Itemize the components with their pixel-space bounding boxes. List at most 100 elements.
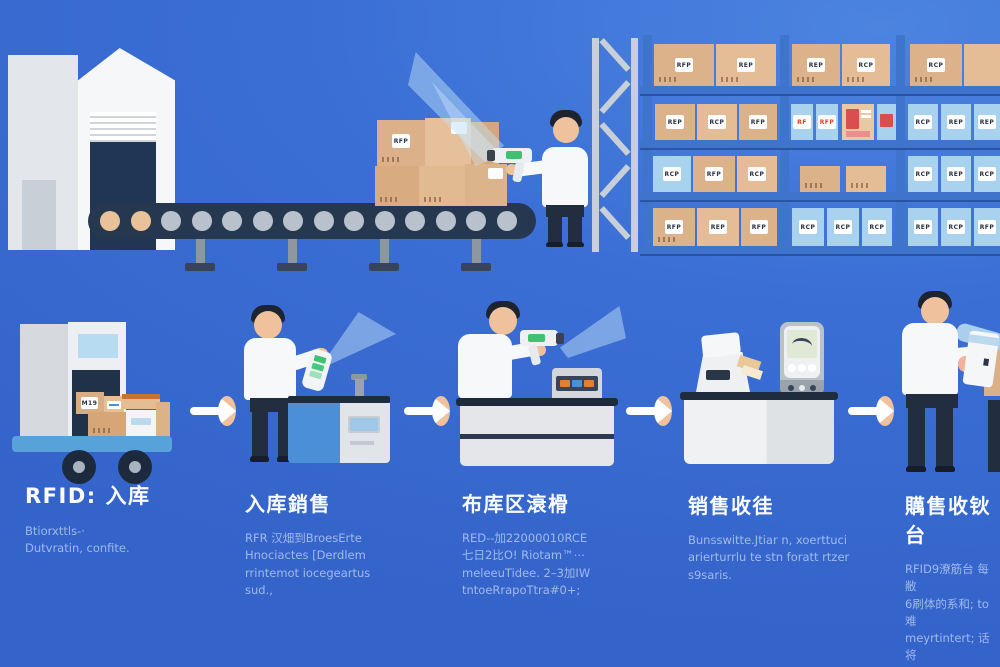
step3-text: 布库区滖榾 RED--加22000010RCE 七日2比O! Riotam™⋯ … bbox=[462, 488, 637, 599]
rfid-tag: RCP bbox=[947, 220, 965, 234]
conveyor-leg bbox=[380, 239, 389, 265]
rfid-tag: REP bbox=[914, 220, 932, 234]
rfid-tag: RCP bbox=[799, 220, 817, 234]
rfid-tag: RFP bbox=[978, 220, 996, 234]
cabinet-screen bbox=[78, 334, 118, 358]
carton bbox=[419, 166, 465, 206]
rfid-box: RCP bbox=[653, 156, 691, 192]
rfid-box bbox=[846, 166, 886, 192]
red-tag bbox=[880, 114, 893, 127]
flow-arrow-icon bbox=[848, 396, 894, 426]
rfid-box: RCP bbox=[842, 44, 890, 86]
stand-pole bbox=[355, 379, 364, 397]
rfid-box: RCP bbox=[908, 104, 938, 140]
rfid-box: RFP bbox=[654, 44, 714, 86]
carton: M19 bbox=[76, 392, 104, 414]
cart-wheel bbox=[118, 450, 152, 484]
carton: RFP bbox=[377, 120, 425, 166]
flow-arrow-icon bbox=[404, 396, 450, 426]
conveyor-leg bbox=[288, 239, 297, 265]
rfid-box: RCP bbox=[827, 208, 859, 246]
carton bbox=[375, 166, 419, 206]
rfid-tag: RFP bbox=[818, 115, 836, 129]
rfid-scan-beam bbox=[560, 306, 626, 358]
side-door bbox=[22, 180, 56, 250]
stand-cap bbox=[351, 374, 367, 380]
rack-truss-tower bbox=[592, 38, 638, 252]
rfid-tag: RFP bbox=[665, 220, 683, 234]
rfid-tag: RFP bbox=[750, 220, 768, 234]
rfid-tag: RCP bbox=[914, 115, 932, 129]
rfid-box: REP bbox=[908, 208, 938, 246]
rfid-box: REP bbox=[697, 208, 739, 246]
rfid-box: RCP bbox=[941, 208, 971, 246]
conveyor-roller bbox=[100, 211, 120, 231]
conveyor-foot bbox=[277, 263, 307, 271]
conveyor-foot bbox=[369, 263, 399, 271]
carton bbox=[465, 164, 507, 206]
conveyor-roller bbox=[405, 211, 425, 231]
conveyor-roller bbox=[496, 211, 517, 231]
conveyor-belt bbox=[88, 203, 536, 239]
step-description: RFR 汉畑到BroesErte Hnociactes [Derdlem rri… bbox=[245, 531, 371, 597]
rfid-box: RFP bbox=[739, 104, 777, 140]
conveyor-leg bbox=[196, 239, 205, 265]
rfid-tag: RCP bbox=[914, 167, 932, 181]
counter-body bbox=[684, 400, 834, 464]
rfid-box: RCP bbox=[737, 156, 777, 192]
cart-wheel bbox=[62, 450, 96, 484]
conveyor-roller bbox=[252, 211, 273, 231]
rfid-box: RF bbox=[791, 104, 813, 140]
counter-blue-panel bbox=[288, 403, 340, 463]
carton bbox=[122, 394, 160, 409]
rfid-tag: RF bbox=[793, 115, 811, 129]
rfid-tag: RCP bbox=[748, 167, 766, 181]
rfid-tag: RCP bbox=[708, 115, 726, 129]
counter-top bbox=[288, 396, 390, 403]
rfid-box bbox=[964, 44, 1000, 86]
conveyor-foot bbox=[461, 263, 491, 271]
step-title: 入库銷售 bbox=[245, 492, 331, 516]
rfid-tag: RFP bbox=[705, 167, 723, 181]
rfid-box: RFP bbox=[693, 156, 735, 192]
step-title: 布库区滖榾 bbox=[462, 492, 570, 516]
pos-terminal-top bbox=[700, 332, 742, 358]
conveyor-roller bbox=[283, 211, 303, 231]
step5-text: 贎售收钬台 RFID9潦筋台 每敝 6刷体的系和; to难 meyrtinter… bbox=[905, 490, 997, 667]
rfid-tag: RFP bbox=[392, 134, 410, 148]
flow-arrow-icon bbox=[626, 396, 672, 426]
step-title: 销售收徍 bbox=[688, 494, 774, 518]
box-label: M19 bbox=[81, 397, 98, 409]
counter-gray-panel bbox=[340, 403, 390, 463]
step-description: Bunsswitte.Jtiar n, xoerttuci arierturrl… bbox=[688, 533, 850, 582]
counter-top bbox=[456, 398, 618, 406]
rfid-box: REP bbox=[792, 44, 840, 86]
rfid-tag: RCP bbox=[868, 220, 886, 234]
rfid-box: RCP bbox=[862, 208, 892, 246]
step2-text: 入库銷售 RFR 汉畑到BroesErte Hnociactes [Derdle… bbox=[245, 488, 410, 599]
rfid-box: REP bbox=[655, 104, 695, 140]
rfid-tag: REP bbox=[666, 115, 684, 129]
rfid-tag: REP bbox=[709, 220, 727, 234]
conveyor-roller bbox=[191, 211, 212, 231]
conveyor-roller bbox=[344, 211, 364, 231]
rfid-box: RCP bbox=[697, 104, 737, 140]
step-title: RFID: 入库 bbox=[25, 484, 151, 508]
rfid-tag: RCP bbox=[857, 58, 875, 72]
step-description: RFID9潦筋台 每敝 6刷体的系和; to难 meyrtintert; 话将 … bbox=[905, 562, 990, 667]
step-description: RED--加22000010RCE 七日2比O! Riotam™⋯ meleeu… bbox=[462, 531, 591, 597]
rfid-box bbox=[800, 166, 840, 192]
payment-terminal bbox=[780, 322, 824, 382]
carton bbox=[88, 412, 128, 437]
rfid-tag: RCP bbox=[927, 58, 945, 72]
step-description: Btiorxttls-· Dutvratin, confite. bbox=[25, 524, 130, 556]
step4-text: 销售收徍 Bunsswitte.Jtiar n, xoerttuci arier… bbox=[688, 490, 858, 584]
rfid-tag: RCP bbox=[663, 167, 681, 181]
flow-arrow-icon bbox=[190, 396, 236, 426]
rfid-tag: REP bbox=[947, 115, 965, 129]
rfid-box: REP bbox=[716, 44, 776, 86]
step1-text: RFID: 入库 Btiorxttls-· Dutvratin, confite… bbox=[25, 480, 200, 558]
rack-beam bbox=[640, 192, 1000, 202]
roller-shutter bbox=[90, 112, 156, 142]
